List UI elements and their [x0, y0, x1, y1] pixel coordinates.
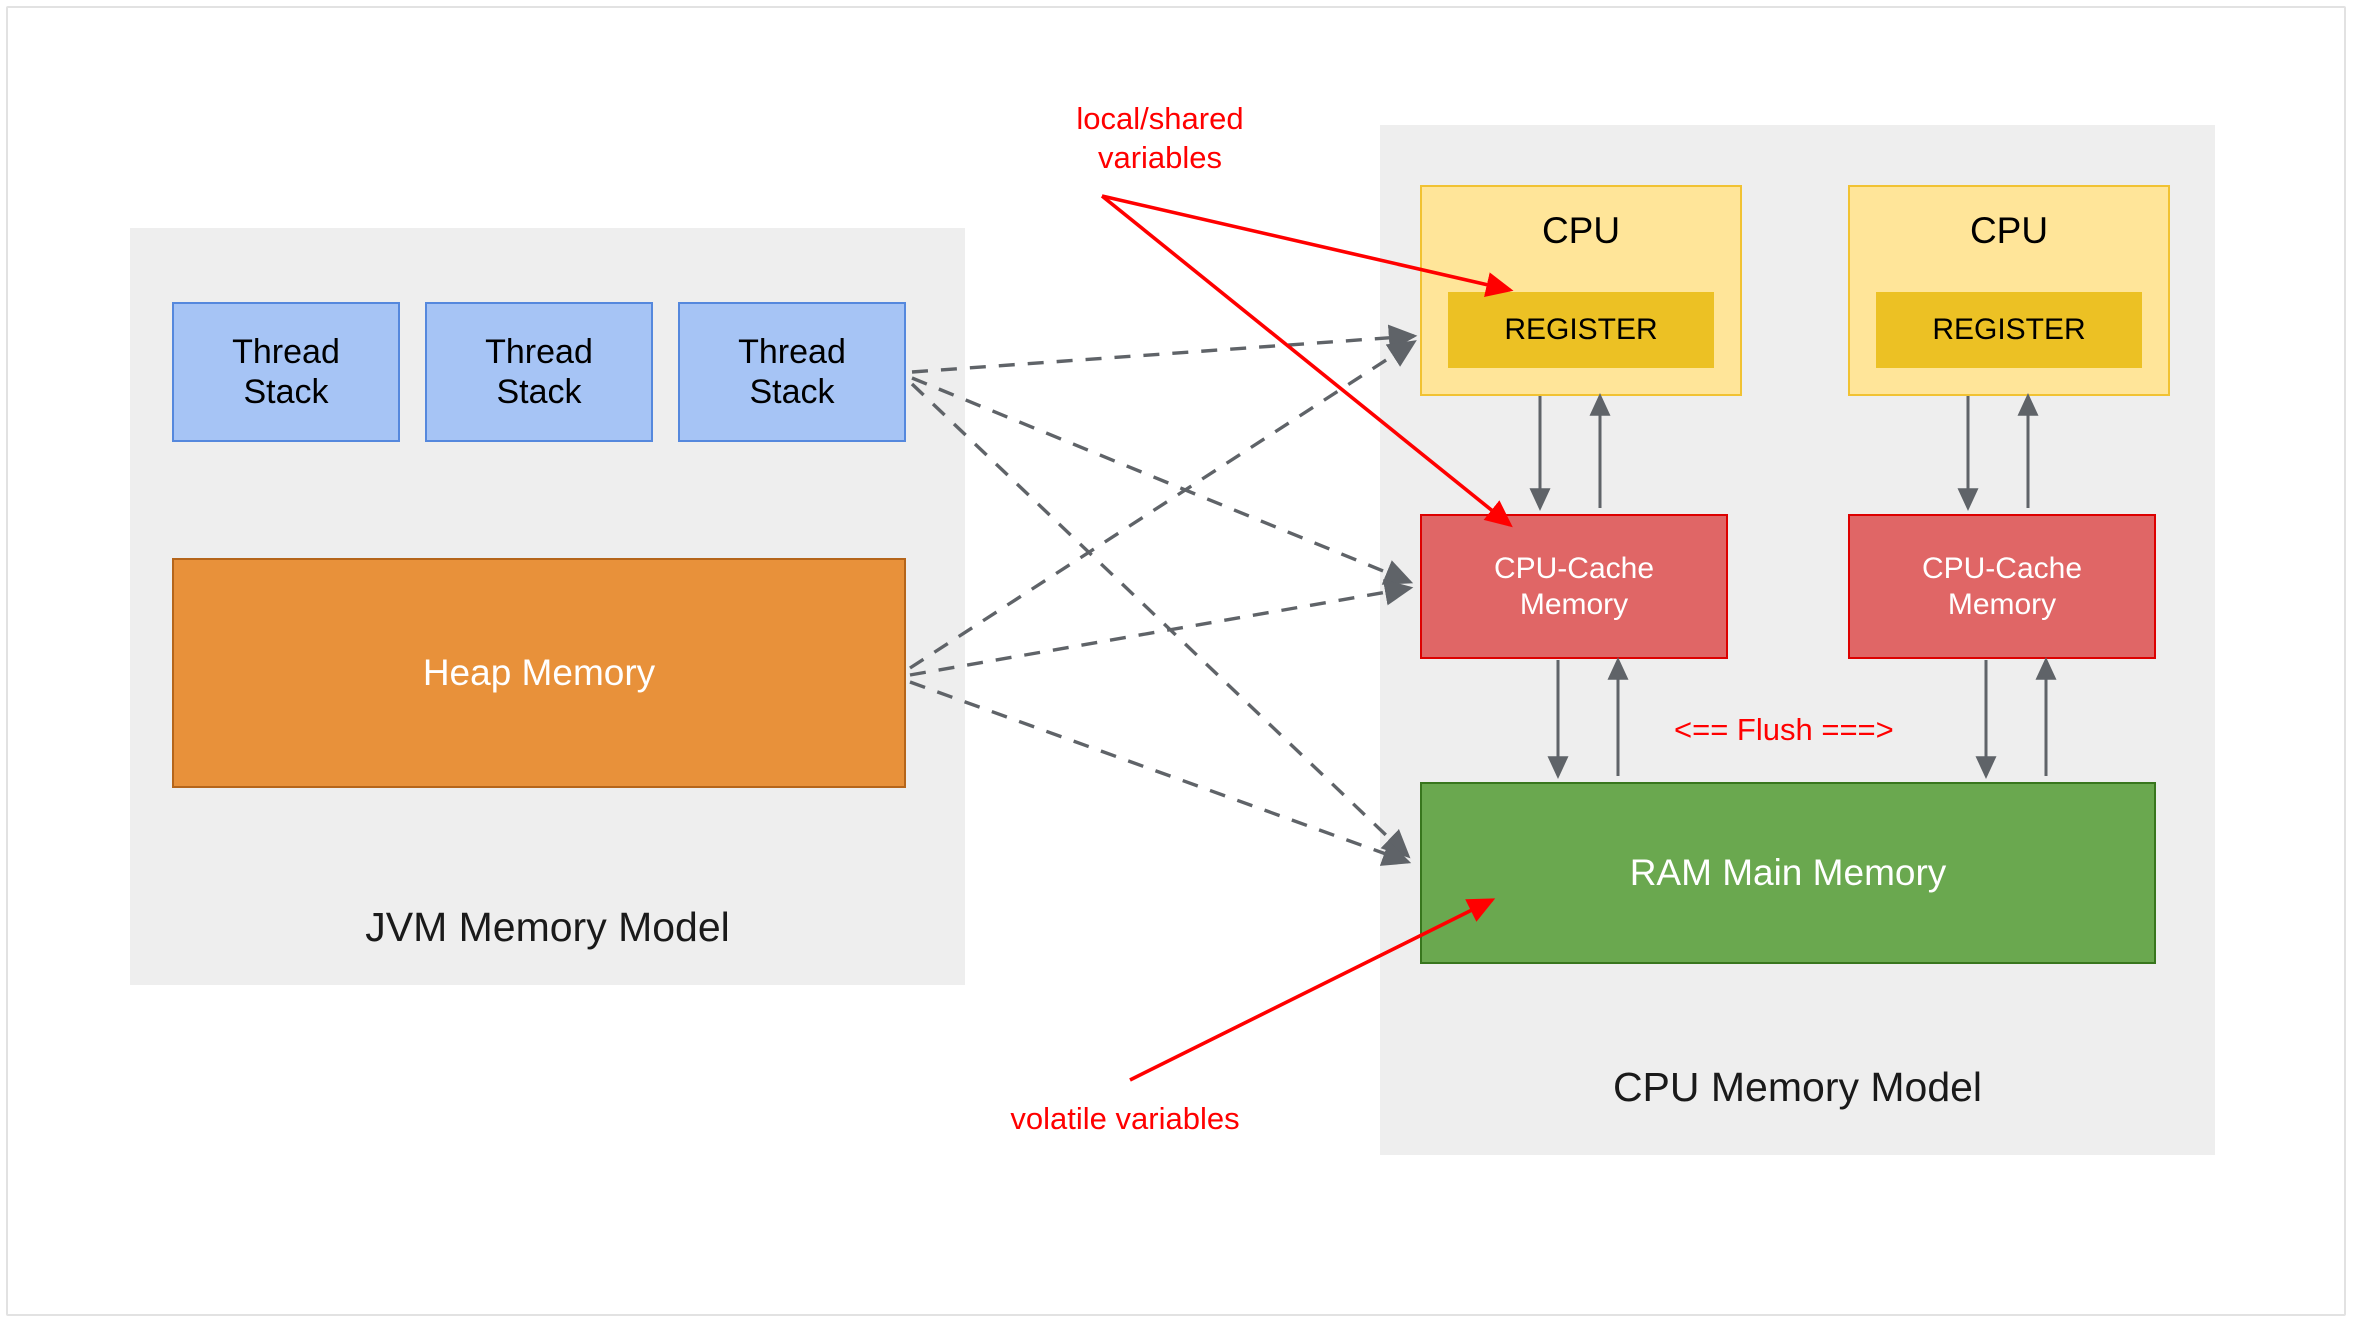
- register-label-1: REGISTER: [1504, 313, 1658, 347]
- ram-main-memory-box: RAM Main Memory: [1420, 782, 2156, 964]
- volatile-variables-annotation: volatile variables: [1010, 1101, 1240, 1136]
- cpu-cache-box-1: CPU-Cache Memory: [1420, 514, 1728, 659]
- thread-stack-box-1: Thread Stack: [172, 302, 400, 442]
- cpu-label-2: CPU: [1969, 210, 2049, 251]
- thread-stack-label-2: Thread Stack: [485, 332, 593, 411]
- ram-main-memory-label: RAM Main Memory: [1629, 852, 1947, 894]
- thread-stack-label-3: Thread Stack: [738, 332, 846, 411]
- jvm-memory-model-label: JVM Memory Model: [365, 904, 730, 950]
- register-label-2: REGISTER: [1932, 313, 2086, 347]
- flush-annotation: <== Flush ===>: [1674, 712, 1894, 747]
- cpu-memory-model-label: CPU Memory Model: [1612, 1064, 1983, 1110]
- local-shared-variables-annotation: local/shared variables: [1076, 101, 1244, 175]
- register-box-1: REGISTER: [1448, 292, 1714, 368]
- heap-memory-box: Heap Memory: [172, 558, 906, 788]
- cpu-cache-label-1: CPU-Cache Memory: [1493, 552, 1655, 621]
- page-frame: [6, 6, 2346, 1316]
- cpu-cache-label-2: CPU-Cache Memory: [1921, 552, 2083, 621]
- thread-stack-label-1: Thread Stack: [232, 332, 340, 411]
- heap-memory-label: Heap Memory: [422, 652, 656, 694]
- thread-stack-box-2: Thread Stack: [425, 302, 653, 442]
- thread-stack-box-3: Thread Stack: [678, 302, 906, 442]
- register-box-2: REGISTER: [1876, 292, 2142, 368]
- cpu-label-1: CPU: [1541, 210, 1621, 251]
- cpu-cache-box-2: CPU-Cache Memory: [1848, 514, 2156, 659]
